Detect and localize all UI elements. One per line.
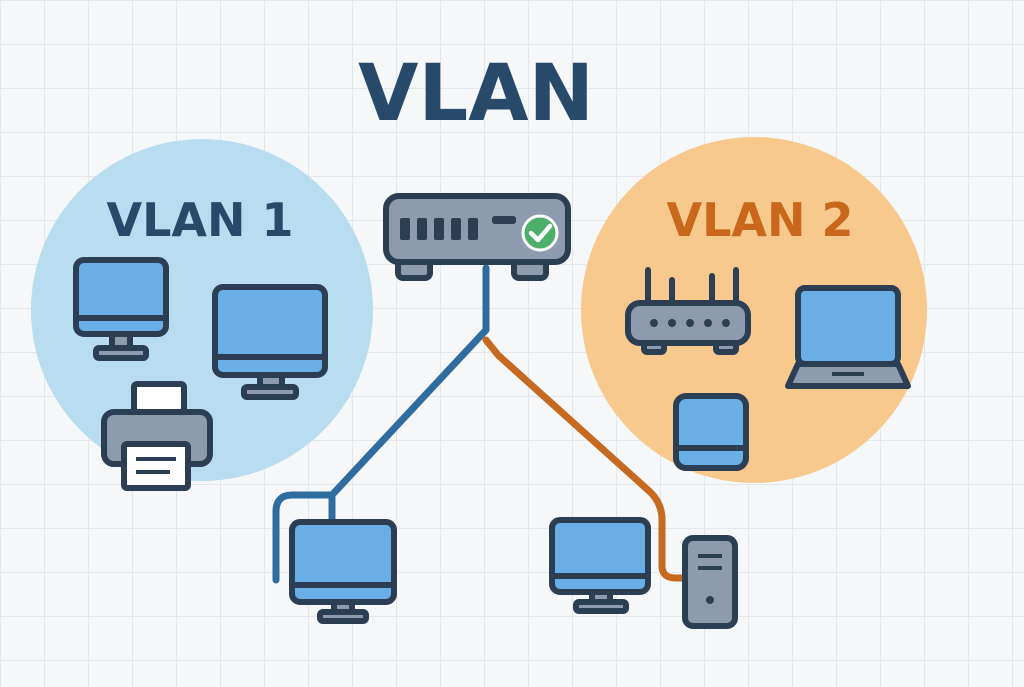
tablet-icon (673, 393, 749, 471)
printer-icon (101, 381, 213, 491)
vlan1-label: VLAN 1 (106, 193, 293, 247)
laptop-icon (785, 285, 911, 389)
network-switch-icon (383, 193, 571, 281)
vlan1-trunk-cable (272, 264, 490, 584)
desktop-monitor-icon (289, 519, 397, 624)
desktop-monitor-icon (73, 257, 169, 361)
desktop-monitor-icon (212, 284, 328, 400)
vlan2-zone (581, 137, 927, 483)
diagram-title: VLAN (358, 49, 594, 139)
checkmark-icon (521, 214, 559, 252)
desktop-monitor-icon (549, 517, 651, 614)
vlan2-cable (482, 336, 692, 582)
pc-tower-icon (682, 535, 738, 629)
vlan2-label: VLAN 2 (666, 193, 853, 247)
wireless-router-icon (625, 267, 751, 355)
